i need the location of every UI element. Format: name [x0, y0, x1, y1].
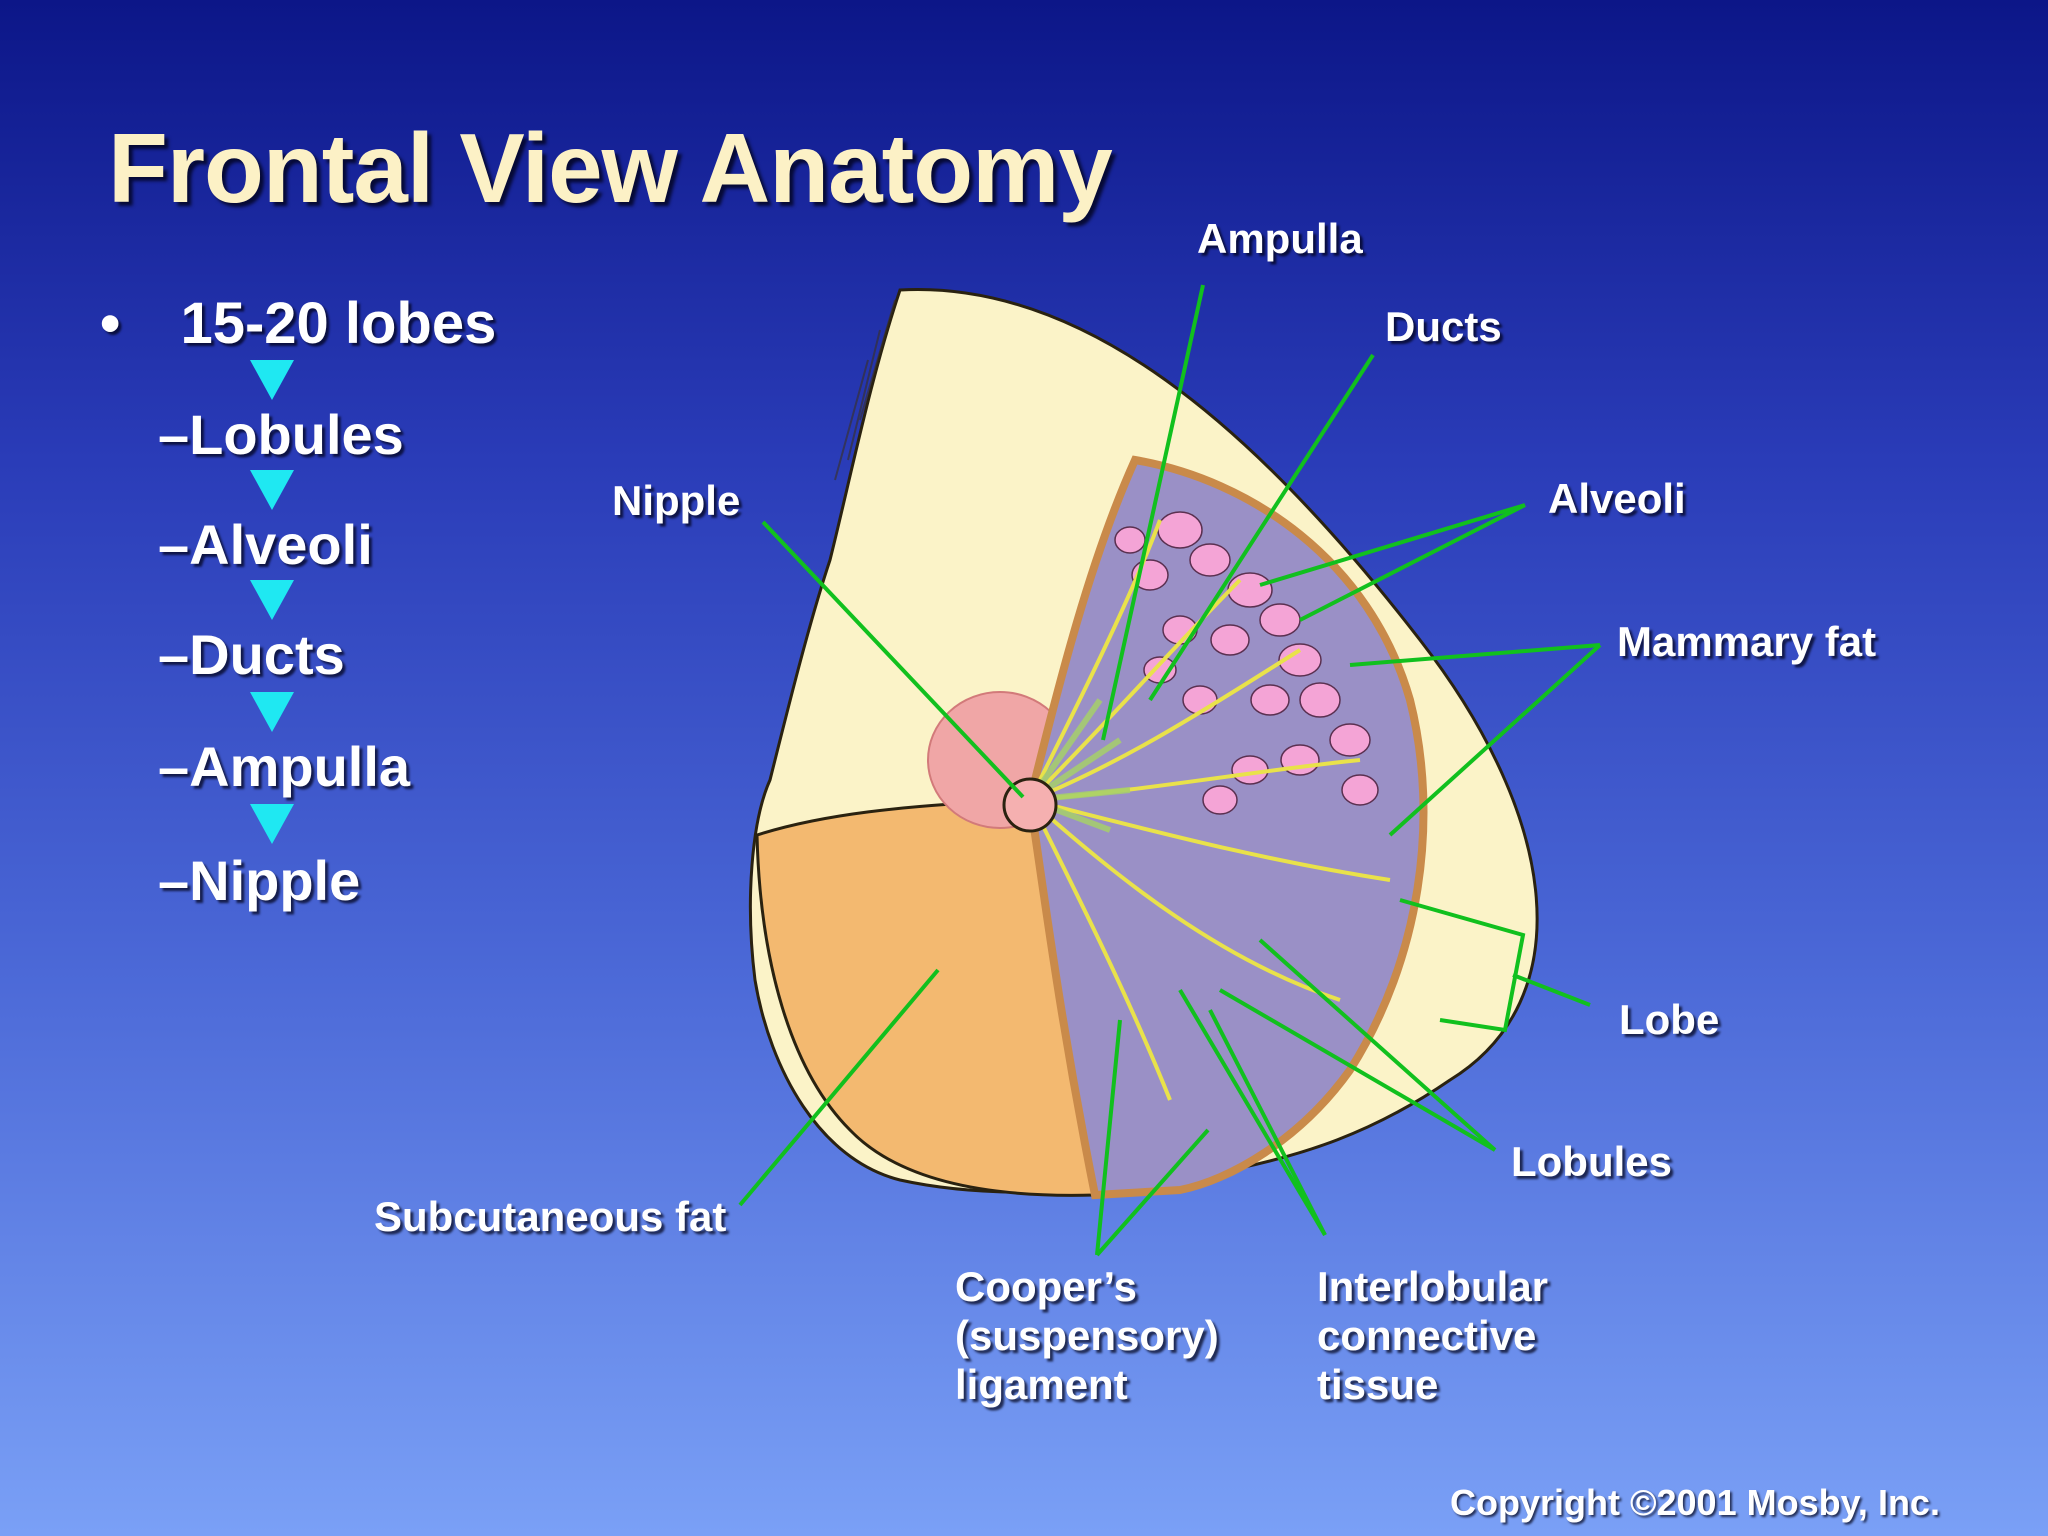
- down-arrow-icon: [250, 692, 294, 732]
- lobe-section: [1025, 455, 1428, 1200]
- ducts: [1028, 519, 1391, 1101]
- label-line: (suspensory): [955, 1312, 1219, 1359]
- copyright-notice: Copyright ©2001 Mosby, Inc.: [1450, 1482, 1940, 1523]
- label-lobe: Lobe: [1619, 996, 1720, 1043]
- label-lobules: Lobules: [1511, 1138, 1673, 1185]
- list-item-lobules: –Lobules: [158, 403, 404, 466]
- list-item-ampulla: –Ampulla: [158, 735, 411, 798]
- label-line: tissue: [1317, 1361, 1439, 1408]
- label-line: Cooper’s: [955, 1263, 1138, 1310]
- label-interlobular-connective-tissue: Interlobular connective tissue: [1317, 1262, 1548, 1409]
- down-arrow-icon: [250, 804, 294, 844]
- bullet-mark: •: [100, 291, 121, 356]
- list-item-ducts: –Ducts: [158, 623, 345, 686]
- leader-lines: [738, 284, 1602, 1257]
- lobes-count: 15-20 lobes: [180, 291, 497, 356]
- label-mammary-fat: Mammary fat: [1617, 618, 1877, 665]
- label-line: Interlobular: [1317, 1263, 1549, 1310]
- label-subcutaneous-fat: Subcutaneous fat: [374, 1193, 727, 1240]
- label-alveoli: Alveoli: [1548, 475, 1686, 522]
- down-arrow-icon: [250, 580, 294, 620]
- list-item-alveoli: –Alveoli: [158, 513, 373, 576]
- down-arrow-icon: [250, 470, 294, 510]
- label-ducts: Ducts: [1385, 303, 1502, 350]
- label-nipple: Nipple: [612, 477, 741, 524]
- label-coopers-ligament: Cooper’s (suspensory) ligament: [955, 1262, 1219, 1409]
- label-ampulla: Ampulla: [1197, 215, 1363, 262]
- bullet-item: • 15-20 lobes: [100, 290, 496, 357]
- list-item-nipple: –Nipple: [158, 849, 361, 912]
- label-line: ligament: [955, 1361, 1128, 1408]
- label-line: connective: [1317, 1312, 1537, 1359]
- down-arrow-icon: [250, 360, 294, 400]
- slide-title: Frontal View Anatomy: [108, 113, 1113, 223]
- skin-sketch-lines: [834, 299, 896, 481]
